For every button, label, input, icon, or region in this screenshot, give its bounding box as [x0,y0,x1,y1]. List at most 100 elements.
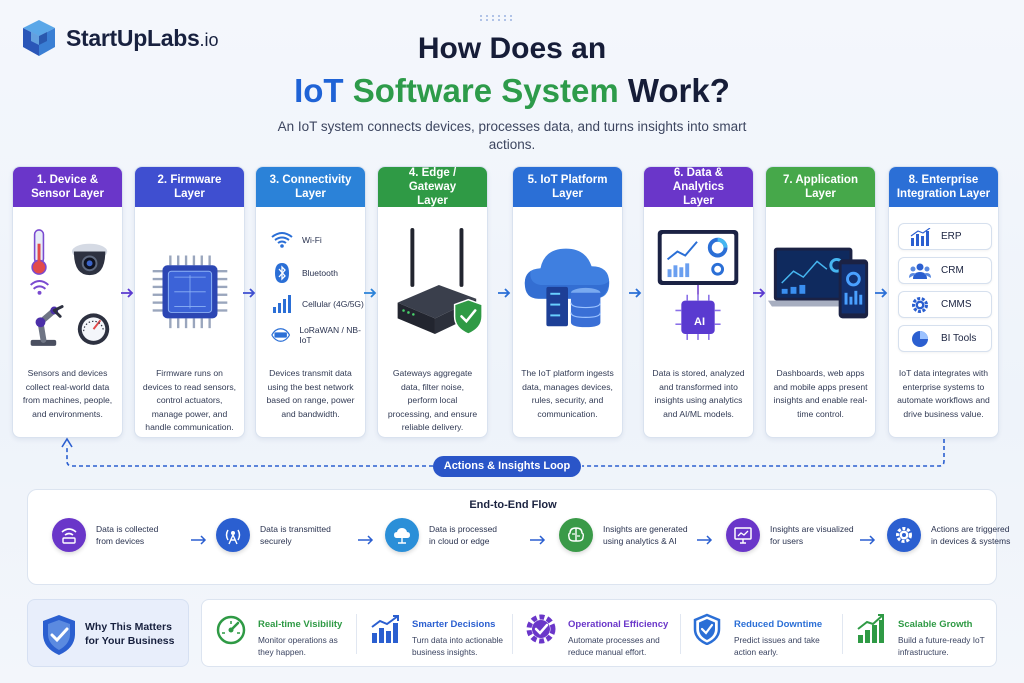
layer-header: 6. Data & Analytics Layer [644,167,753,207]
layer-title: 3. Connectivity Layer [269,174,352,200]
flow-step: Data is processed in cloud or edge [385,518,527,552]
end-to-end-flow: End-to-End Flow Data is collected from d… [27,489,1010,585]
layer-header: 8. Enterprise Integration Layer [889,167,998,207]
integration-crm: CRM [898,257,992,284]
lora-icon [271,328,291,342]
integration-bi-tools: BI Tools [898,325,992,352]
connectivity-label: Cellular (4G/5G) [302,299,364,309]
connectivity-lorawan: LoRaWAN / NB-IoT [270,325,365,345]
arrow-right-icon [697,535,713,545]
layer-title: 7. Application Layer [783,174,858,200]
gear-icon [912,296,928,313]
brand-suffix: .io [199,29,219,50]
arrow-right-icon [191,535,207,545]
arrow-right-icon [530,535,546,545]
layer-card-application: 7. Application Layer Dashboards, web app… [765,166,876,438]
brand-logo: StartUpLabs.io [20,18,218,58]
layer-card-device-sensor: 1. Device & Sensor Layer Sensors and dev… [12,166,123,438]
shield-check-icon [690,611,724,645]
flow-step-text: Actions are triggered in devices & syste… [931,524,1011,546]
arrow-right-icon [498,288,511,298]
flow-step: Data is collected from devices [52,518,194,552]
brain-icon [559,518,593,552]
benefit-title: Operational Efficiency [568,619,669,630]
bluetooth-icon [275,263,289,283]
layer-title: 1. Device & Sensor Layer [31,174,104,200]
layer-description: Devices transmit data using the best net… [266,368,355,419]
layer-card-firmware: 2. Firmware Layer Firmware runs on devic… [134,166,245,438]
title-line-1: How Does an [417,32,607,65]
flow-step: Insights are visualized for users [726,518,878,552]
benefit-desc: Predict issues and take action early. [734,635,820,657]
arrow-right-icon [860,535,876,545]
antenna-icon [216,518,250,552]
layer-description: Data is stored, analyzed and transformed… [652,368,745,419]
benefit-title: Reduced Downtime [734,619,823,630]
gear-icon [887,518,921,552]
integration-label: CRM [941,265,964,276]
analytics-ai-icon [657,229,739,340]
connectivity-bluetooth: Bluetooth [270,263,338,283]
layer-card-enterprise: 8. Enterprise Integration Layer ERP CRM … [888,166,999,438]
flow-step-text: Data is collected from devices [96,524,159,546]
connectivity-label: Bluetooth [302,268,338,278]
pie-chart-icon [912,330,928,347]
integration-cmms: CMMS [898,291,992,318]
bar-chart-icon [910,227,931,246]
cube-logo-icon [23,20,55,56]
arrow-right-icon [753,288,766,298]
layer-header: 7. Application Layer [766,167,875,207]
layer-card-data-analytics: 6. Data & Analytics Layer AI Data is sto… [643,166,754,438]
layer-header: 5. IoT Platform Layer [513,167,622,207]
loop-label: Actions & Insights Loop [433,456,581,477]
gauge-icon [214,611,248,645]
title-software: Software System [352,72,619,109]
ai-chip-label: AI [694,316,705,328]
flow-step: Data is transmitted securely [216,518,358,552]
flow-step-text: Data is processed in cloud or edge [429,524,498,546]
sensors-devices-icon [30,229,110,346]
router-icon [397,227,483,335]
benefit-title: Smarter Decisions [412,619,496,630]
insights-loop-line [61,437,945,467]
divider [512,614,513,654]
wifi-icon [271,232,293,248]
connectivity-label: LoRaWAN / NB-IoT [299,325,361,345]
layer-description: Firmware runs on devices to read sensors… [142,368,237,432]
integration-erp: ERP [898,223,992,250]
layer-header: 4. Edge / Gateway Layer [378,167,487,207]
gear-check-icon [524,611,558,645]
connectivity-wifi: Wi-Fi [270,231,322,249]
cloud-database-icon [524,248,610,328]
why-text: Why This Matters for Your Business [85,621,175,647]
flow-step: Insights are generated using analytics &… [559,518,711,552]
people-icon [909,263,931,279]
layer-title: 4. Edge / Gateway Layer [408,167,457,207]
flow-step-text: Insights are generated using analytics &… [603,524,688,546]
layer-title: 8. Enterprise Integration Layer [896,174,991,200]
benefit-desc: Automate processes and reduce manual eff… [568,635,660,657]
benefit-title: Real-time Visibility [258,619,343,630]
benefit-desc: Monitor operations as they happen. [258,635,338,657]
dashboard-devices-icon [767,247,869,319]
title-line-2: IoT Software System Work? [0,72,1024,110]
layer-description: Sensors and devices collect real-world d… [22,368,113,419]
title-work: Work? [627,72,730,109]
growth-chart-icon [854,611,888,645]
arrow-right-icon [121,288,134,298]
arrow-right-icon [358,535,374,545]
layer-header: 2. Firmware Layer [135,167,244,207]
layer-title: 6. Data & Analytics Layer [672,167,725,207]
wifi-device-icon [52,518,86,552]
monitor-chart-icon [726,518,760,552]
arrow-right-icon [629,288,642,298]
layer-description: IoT data integrates with enterprise syst… [897,368,990,419]
layer-description: Dashboards, web apps and mobile apps pre… [773,368,868,419]
flow-step-text: Insights are visualized for users [770,524,854,546]
layer-description: The IoT platform ingests data, manages d… [521,368,614,419]
